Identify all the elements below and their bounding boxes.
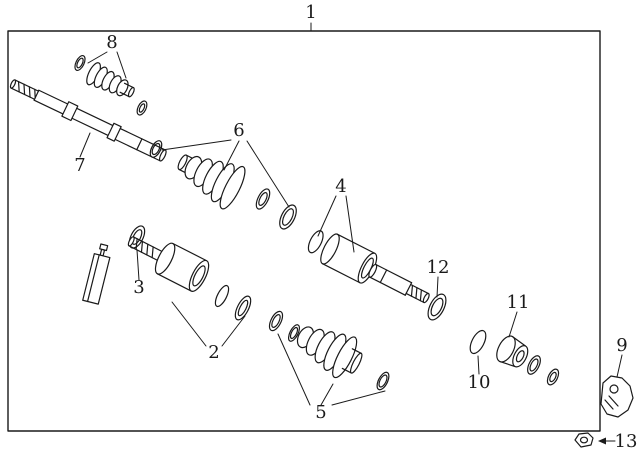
- leader-line-7: [79, 132, 91, 158]
- part-shaft-boot-ring: [136, 100, 148, 116]
- part-bearing-collar: [527, 355, 541, 375]
- part-number-2[interactable]: 2: [208, 342, 219, 363]
- part-snap-ring: [469, 329, 487, 355]
- part-number-12[interactable]: 12: [427, 257, 450, 278]
- part-number-10[interactable]: 10: [468, 372, 491, 393]
- part-inner-joint-ring: [234, 295, 252, 321]
- grease-tube: [82, 243, 111, 305]
- callout-group-6: 6: [161, 120, 290, 208]
- part-inner-boot-washer: [268, 310, 284, 332]
- part-number-11[interactable]: 11: [507, 292, 530, 313]
- part-outer-boot: [177, 154, 246, 210]
- callout-group-2: 2: [171, 301, 246, 363]
- part-number-9[interactable]: 9: [616, 335, 627, 356]
- part-inner-boot-clamp-small: [287, 324, 301, 342]
- leader-line-4: [317, 195, 355, 253]
- leader-line-2: [171, 301, 246, 347]
- part-number-6[interactable]: 6: [233, 120, 244, 141]
- leader-line-8: [87, 51, 127, 79]
- part-inner-cv-joint: [127, 236, 210, 292]
- part-number-3[interactable]: 3: [133, 277, 144, 298]
- leader-line-5: [277, 333, 386, 406]
- part-number-5[interactable]: 5: [315, 402, 326, 423]
- part-number-4[interactable]: 4: [335, 176, 346, 197]
- callout-group-10: 10: [468, 355, 491, 393]
- part-support-bracket: [600, 375, 634, 418]
- part-number-1[interactable]: 1: [305, 2, 316, 23]
- part-outer-boot-clamp: [149, 140, 163, 158]
- leader-line-3: [136, 249, 140, 281]
- leader-line-11: [508, 311, 518, 338]
- callout-group-5: 5: [277, 333, 386, 423]
- callout-group-12: 12: [427, 257, 450, 298]
- leader-line-10: [477, 355, 480, 375]
- part-number-13[interactable]: 13: [615, 431, 638, 452]
- diagram-border: [7, 30, 601, 432]
- callout-group-3: 3: [133, 249, 145, 298]
- part-inner-joint-circlip: [214, 284, 230, 308]
- part-bearing-ring: [427, 293, 447, 321]
- callout-group-9: 9: [616, 335, 628, 378]
- leader-line-9: [616, 354, 623, 378]
- part-outer-boot-spacer-ring: [255, 188, 271, 210]
- part-support-bearing: [496, 335, 529, 368]
- part-washer: [546, 368, 560, 386]
- callout-group-11: 11: [507, 292, 530, 338]
- part-inner-boot-clamp-large: [376, 371, 390, 391]
- callout-group-7: 7: [74, 132, 91, 176]
- part-outer-boot-band-ring: [279, 204, 297, 230]
- leader-line-6: [161, 139, 290, 208]
- part-axle-shaft: [9, 79, 167, 162]
- callout-group-1: 1: [305, 2, 317, 32]
- callout-group-8: 8: [87, 32, 127, 79]
- callout-group-13: 13: [598, 431, 637, 452]
- part-shaft-boot: [86, 62, 135, 98]
- part-axle-nut: [574, 432, 594, 448]
- part-number-8[interactable]: 8: [106, 32, 117, 53]
- leader-line-12: [436, 276, 439, 298]
- part-number-7[interactable]: 7: [74, 155, 85, 176]
- part-inner-boot: [296, 326, 363, 379]
- part-outer-joint-housing: [307, 230, 430, 304]
- part-shaft-boot-clamp: [74, 54, 86, 72]
- callout-group-4: 4: [317, 176, 355, 253]
- arrowhead-13: [598, 437, 606, 445]
